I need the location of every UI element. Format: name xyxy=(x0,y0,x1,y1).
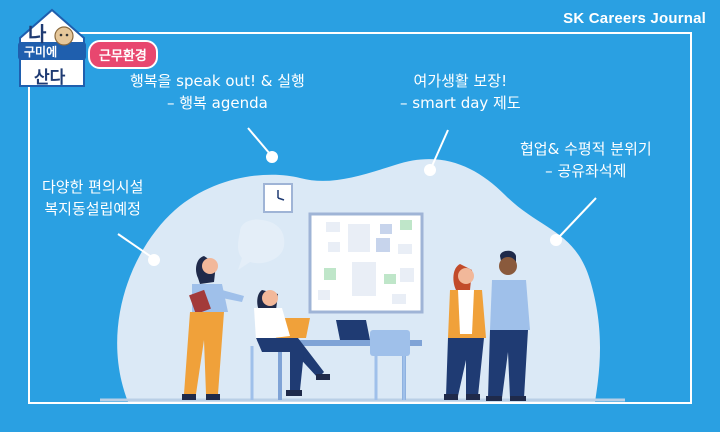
logo-emblem xyxy=(18,8,86,87)
speech-bubble xyxy=(238,219,285,270)
caption-facilities-line2: 복지동설립예정 xyxy=(44,200,141,218)
logo-text-1: 나 xyxy=(28,22,47,46)
woman-orange-jacket xyxy=(444,264,486,400)
caption-collaboration: 협업& 수평적 분위기 – 공유좌석제 xyxy=(520,138,652,182)
logo: 나 구미에 산다 xyxy=(12,8,92,92)
caption-happiness: 행복을 speak out! & 실행 – 행복 agenda xyxy=(130,70,305,114)
caption-collaboration-line1: 협업& 수평적 분위기 xyxy=(520,140,652,158)
caption-leisure-line1: 여가생활 보장! xyxy=(413,72,508,90)
woman-with-book xyxy=(182,256,244,400)
caption-facilities: 다양한 편의시설 복지동설립예정 xyxy=(42,176,143,220)
logo-text-2: 구미에 xyxy=(24,45,58,59)
category-badge: 근무환경 xyxy=(88,40,158,69)
pinboard xyxy=(308,212,424,314)
caption-leisure-line2: – smart day 제도 xyxy=(400,94,521,112)
caption-happiness-line1: 행복을 speak out! & 실행 xyxy=(130,72,305,90)
journal-title: SK Careers Journal xyxy=(563,10,706,27)
desk xyxy=(262,340,422,346)
chair xyxy=(370,330,410,356)
caption-collaboration-line2: – 공유좌석제 xyxy=(545,162,627,180)
white-frame xyxy=(28,32,692,404)
caption-happiness-line2: – 행복 agenda xyxy=(166,94,268,112)
laptop-navy xyxy=(336,320,370,340)
caption-leisure: 여가생활 보장! – smart day 제도 xyxy=(400,70,521,114)
caption-pointers xyxy=(117,127,597,266)
logo-text-3: 산다 xyxy=(34,68,66,88)
woman-at-laptop xyxy=(254,290,330,396)
caption-facilities-line1: 다양한 편의시설 xyxy=(42,178,144,196)
man-standing xyxy=(486,250,530,401)
